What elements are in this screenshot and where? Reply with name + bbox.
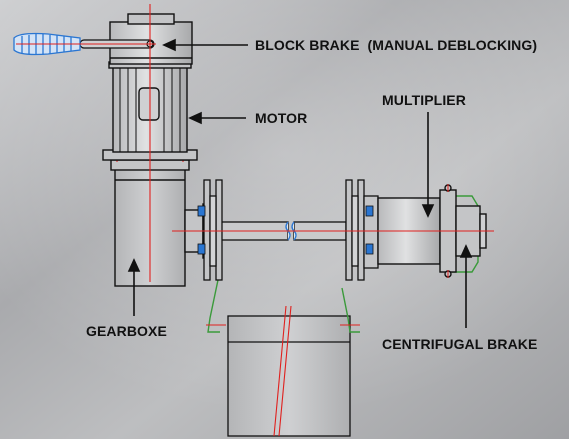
block-brake — [109, 13, 193, 65]
centerlines — [16, 4, 494, 437]
label-multiplier: MULTIPLIER — [382, 92, 466, 108]
right-bearing — [365, 205, 374, 255]
label-block-brake: BLOCK BRAKE (MANUAL DEBLOCKING) — [255, 37, 537, 53]
drum-box — [227, 315, 351, 437]
label-motor: MOTOR — [255, 110, 307, 126]
label-gearboxe: GEARBOXE — [86, 323, 167, 339]
label-centrifugal-brake: CENTRIFUGAL BRAKE — [382, 336, 537, 352]
left-bearing — [197, 205, 206, 255]
leader-lines — [127, 38, 473, 328]
